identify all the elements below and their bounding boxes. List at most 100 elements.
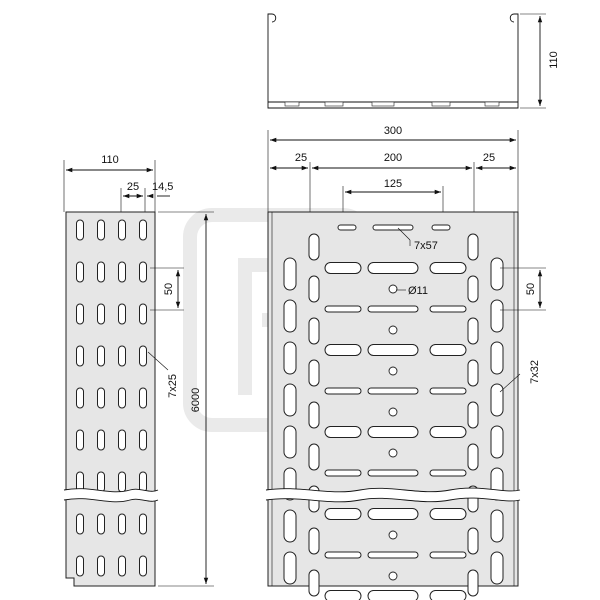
side-slot <box>283 509 297 543</box>
side-view-slot <box>97 513 105 535</box>
side-view-slot <box>118 429 126 451</box>
side-view: 110 25 14,5 50 7x25 6000 <box>63 154 214 587</box>
side-slot <box>283 257 297 291</box>
left-margin-label: 25 <box>295 152 307 164</box>
side-view-slot <box>76 429 84 451</box>
horizontal-slot <box>429 387 467 395</box>
break-gap <box>266 488 520 502</box>
inner-slot <box>308 401 320 429</box>
side-view-slot <box>76 303 84 325</box>
horizontal-slot <box>324 262 362 274</box>
side-view-slot <box>97 219 105 241</box>
center-slot-label: 7x57 <box>414 240 438 252</box>
horizontal-slot <box>429 551 467 559</box>
side-view-slot <box>76 345 84 367</box>
top-height-label: 110 <box>548 51 560 69</box>
horizontal-slot <box>324 590 362 600</box>
horizontal-slot <box>367 344 419 356</box>
horizontal-slot <box>429 262 467 274</box>
horizontal-slot <box>324 344 362 356</box>
side-slot <box>283 551 297 585</box>
round-hole <box>388 325 398 335</box>
cross-section-view: 110 <box>267 13 560 109</box>
horizontal-slot <box>367 387 419 395</box>
side-slot <box>490 299 504 333</box>
hole-label: Ø11 <box>408 285 428 297</box>
side-break-gap <box>64 488 158 502</box>
inner-slot <box>308 569 320 597</box>
side-slot <box>283 425 297 459</box>
plan-callouts: 7x57 Ø11 50 7x32 <box>396 227 546 393</box>
horizontal-slot <box>367 590 419 600</box>
horizontal-slot <box>324 305 362 313</box>
side-view-slot <box>139 345 147 367</box>
side-view-slot <box>118 513 126 535</box>
inner-slot <box>467 317 479 345</box>
side-view-slot <box>76 261 84 283</box>
round-hole <box>388 571 398 581</box>
horizontal-slot <box>429 305 467 313</box>
plan-perforations <box>283 224 504 600</box>
overall-width-label: 300 <box>384 125 402 137</box>
horizontal-slot <box>429 344 467 356</box>
side-view-slot <box>139 471 147 493</box>
side-view-slot <box>118 471 126 493</box>
round-hole <box>388 407 398 417</box>
side-view-slot <box>118 303 126 325</box>
horizontal-slot <box>367 262 419 274</box>
break-line-top <box>265 487 521 493</box>
round-hole <box>388 530 398 540</box>
side-view-slot <box>76 513 84 535</box>
side-view-slot <box>118 261 126 283</box>
side-slot <box>490 341 504 375</box>
side-slot <box>283 299 297 333</box>
side-view-slot <box>97 555 105 577</box>
horizontal-slot <box>429 508 467 520</box>
side-break-line-bottom <box>63 498 159 503</box>
round-hole <box>388 448 398 458</box>
inner-slot <box>467 401 479 429</box>
horizontal-slot <box>367 426 419 438</box>
inner-slot <box>308 233 320 261</box>
side-view-slot <box>139 219 147 241</box>
side-width-label: 110 <box>101 154 119 166</box>
side-view-slot <box>97 387 105 409</box>
inner-span-label: 200 <box>384 152 402 164</box>
side-view-slot <box>97 345 105 367</box>
inner-slot <box>308 359 320 387</box>
horizontal-slot <box>324 469 362 477</box>
left-pitch-label: 50 <box>163 283 175 295</box>
horizontal-slot <box>324 387 362 395</box>
round-hole <box>388 366 398 376</box>
horizontal-slot <box>429 469 467 477</box>
inner-slot <box>467 275 479 303</box>
horizontal-slot <box>372 224 414 231</box>
side-view-slot <box>97 429 105 451</box>
horizontal-slot <box>324 426 362 438</box>
inner-slot <box>308 317 320 345</box>
inner-slot <box>308 527 320 555</box>
side-view-slot <box>139 303 147 325</box>
horizontal-slot <box>367 551 419 559</box>
inner-slot <box>467 233 479 261</box>
side-view-slot <box>139 387 147 409</box>
side-view-slot <box>139 261 147 283</box>
side-view-slot <box>76 555 84 577</box>
horizontal-slot <box>337 224 357 231</box>
inner-slot <box>467 359 479 387</box>
horizontal-slot <box>429 590 467 600</box>
horizontal-slot <box>429 426 467 438</box>
side-view-slot <box>97 471 105 493</box>
side-view-slot <box>118 555 126 577</box>
horizontal-slot <box>367 469 419 477</box>
plan-view <box>265 211 521 600</box>
horizontal-slot <box>367 508 419 520</box>
horizontal-slot <box>367 305 419 313</box>
side-view-slot <box>118 387 126 409</box>
side-view-slot <box>76 387 84 409</box>
break-line-bottom <box>265 497 521 503</box>
side-slot <box>283 383 297 417</box>
inner-slot <box>308 275 320 303</box>
side-slot <box>490 257 504 291</box>
side-slot <box>490 551 504 585</box>
